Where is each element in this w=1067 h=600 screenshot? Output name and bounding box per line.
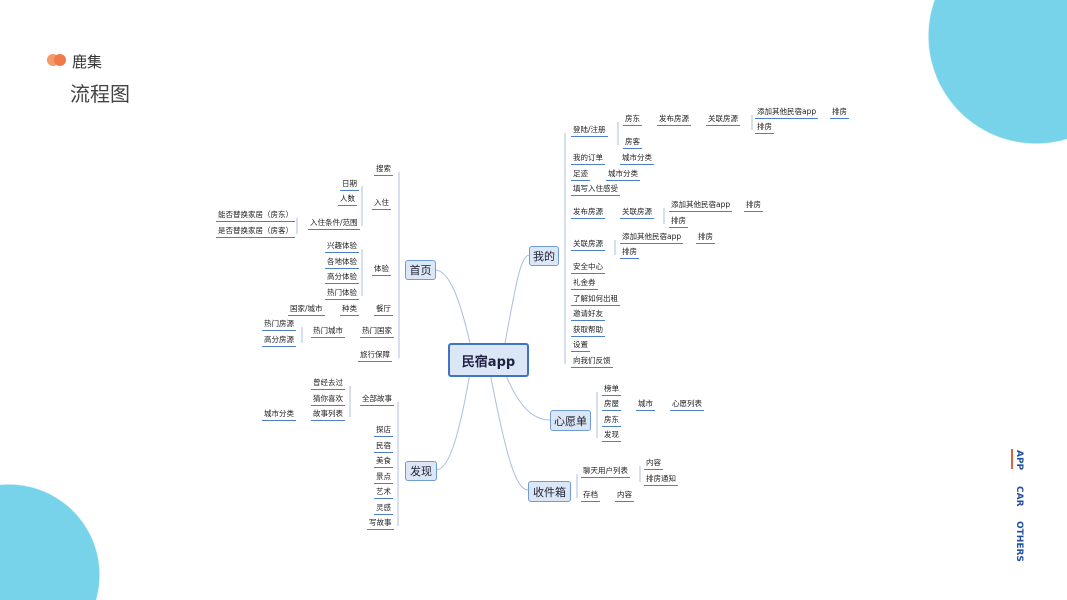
mindmap-node[interactable]: 安全中心 [571, 262, 605, 274]
root-to-inbox [489, 372, 529, 491]
mindmap-node[interactable]: 添加其他民宿app [669, 200, 733, 212]
mindmap-node[interactable]: 内容 [615, 490, 634, 502]
mindmap-node[interactable]: 排房 [620, 247, 639, 259]
mindmap-node[interactable]: 城市分类 [606, 169, 640, 181]
mindmap-node[interactable]: 国家/城市 [288, 304, 325, 316]
mindmap-node[interactable]: 热门国家 [360, 326, 394, 338]
decorative-circle-top-right [928, 0, 1067, 144]
mindmap-node[interactable]: 添加其他民宿app [755, 107, 819, 119]
mindmap-node[interactable]: 排房 [830, 107, 849, 119]
branch-wishlist[interactable]: 心愿单 [550, 410, 591, 431]
mindmap-node[interactable]: 房屋 [602, 399, 621, 411]
mindmap-node[interactable]: 景点 [374, 472, 393, 484]
mindmap-node[interactable]: 兴趣体验 [325, 241, 359, 253]
mindmap-node[interactable]: 入住 [372, 198, 391, 210]
mindmap-node[interactable]: 房东 [602, 415, 621, 427]
root-node[interactable]: 民宿app [448, 343, 529, 377]
mindmap-node[interactable]: 各地体验 [325, 257, 359, 269]
mindmap-node[interactable]: 榜单 [602, 384, 621, 396]
mindmap-node[interactable]: 关联房源 [706, 114, 740, 126]
nav-active-indicator [1011, 449, 1013, 469]
mindmap-node[interactable]: 旅行保障 [358, 350, 392, 362]
mindmap-node[interactable]: 猜你喜欢 [311, 394, 345, 406]
mindmap-node[interactable]: 城市分类 [620, 153, 654, 165]
decorative-circle-bottom-left [0, 484, 100, 600]
brand-name: 鹿集 [72, 53, 103, 71]
root-to-wishlist [504, 372, 551, 421]
logo-dot-icon [54, 54, 66, 66]
mindmap-node[interactable]: 入住条件/范围 [308, 218, 360, 230]
mindmap-node[interactable]: 写故事 [367, 518, 394, 530]
mindmap-node[interactable]: 发现 [602, 430, 621, 442]
mindmap-node[interactable]: 餐厅 [374, 304, 393, 316]
mindmap-node[interactable]: 发布房源 [571, 207, 605, 219]
mindmap-node[interactable]: 美食 [374, 456, 393, 468]
branch-home[interactable]: 首页 [405, 260, 436, 280]
mindmap-node[interactable]: 灵感 [374, 503, 393, 515]
mindmap-node[interactable]: 发布房源 [657, 114, 691, 126]
mindmap-node[interactable]: 热门城市 [311, 326, 345, 338]
mindmap-node[interactable]: 礼金券 [571, 278, 598, 290]
mindmap-node[interactable]: 曾经去过 [311, 378, 345, 390]
mindmap-node[interactable]: 高分体验 [325, 272, 359, 284]
root-to-home [435, 269, 471, 344]
mindmap-node[interactable]: 足迹 [571, 169, 590, 181]
mindmap-node[interactable]: 存档 [581, 490, 600, 502]
mindmap-node[interactable]: 探店 [374, 425, 393, 437]
mindmap-node[interactable]: 日期 [340, 179, 359, 191]
root-to-mine [504, 254, 530, 344]
branch-inbox[interactable]: 收件箱 [528, 481, 571, 502]
mindmap-node[interactable]: 了解如何出租 [571, 294, 620, 306]
mindmap-node[interactable]: 排房 [669, 216, 688, 228]
mindmap-node[interactable]: 人数 [338, 194, 357, 206]
mindmap-node[interactable]: 排房 [696, 232, 715, 244]
mindmap-node[interactable]: 添加其他民宿app [620, 232, 684, 244]
mindmap-node[interactable]: 搜索 [374, 164, 393, 176]
mindmap-node[interactable]: 获取帮助 [571, 325, 605, 337]
mindmap-node[interactable]: 城市 [636, 399, 655, 411]
mindmap-node[interactable]: 全部故事 [360, 394, 394, 406]
mindmap-node[interactable]: 热门体验 [325, 288, 359, 300]
mindmap-node[interactable]: 内容 [644, 458, 663, 470]
branch-mine[interactable]: 我的 [529, 246, 559, 266]
branch-discover[interactable]: 发现 [405, 461, 437, 481]
mindmap-node[interactable]: 故事列表 [311, 409, 345, 421]
mindmap-node[interactable]: 关联房源 [620, 207, 654, 219]
mindmap-node[interactable]: 能否替换家居（房东） [216, 210, 295, 222]
mindmap-node[interactable]: 体验 [372, 264, 391, 276]
mindmap-node[interactable]: 邀请好友 [571, 309, 605, 321]
mindmap-node[interactable]: 高分房源 [262, 335, 296, 347]
mindmap-node[interactable]: 排房 [755, 122, 774, 134]
page-title: 流程图 [70, 82, 130, 106]
mindmap-node[interactable]: 排房通知 [644, 474, 678, 486]
mindmap-node[interactable]: 聊天用户列表 [581, 466, 630, 478]
mindmap-node[interactable]: 关联房源 [571, 239, 605, 251]
mindmap-node[interactable]: 登陆/注册 [571, 125, 608, 137]
mindmap-node[interactable]: 艺术 [374, 487, 393, 499]
root-to-discover [435, 372, 471, 471]
mindmap-node[interactable]: 我的订单 [571, 153, 605, 165]
mindmap-node[interactable]: 城市分类 [262, 409, 296, 421]
mindmap-node[interactable]: 向我们反馈 [571, 356, 613, 368]
mindmap-node[interactable]: 设置 [571, 340, 590, 352]
mindmap-node[interactable]: 房客 [623, 137, 642, 149]
mindmap-node[interactable]: 民宿 [374, 441, 393, 453]
mindmap-node[interactable]: 是否替换家居（房客） [216, 226, 295, 238]
mindmap-node[interactable]: 填写入住感受 [571, 184, 620, 196]
mindmap-node[interactable]: 房东 [623, 114, 642, 126]
mindmap-node[interactable]: 热门房源 [262, 319, 296, 331]
mindmap-node[interactable]: 种类 [340, 304, 359, 316]
mindmap-node[interactable]: 排房 [744, 200, 763, 212]
mindmap-node[interactable]: 心愿列表 [670, 399, 704, 411]
